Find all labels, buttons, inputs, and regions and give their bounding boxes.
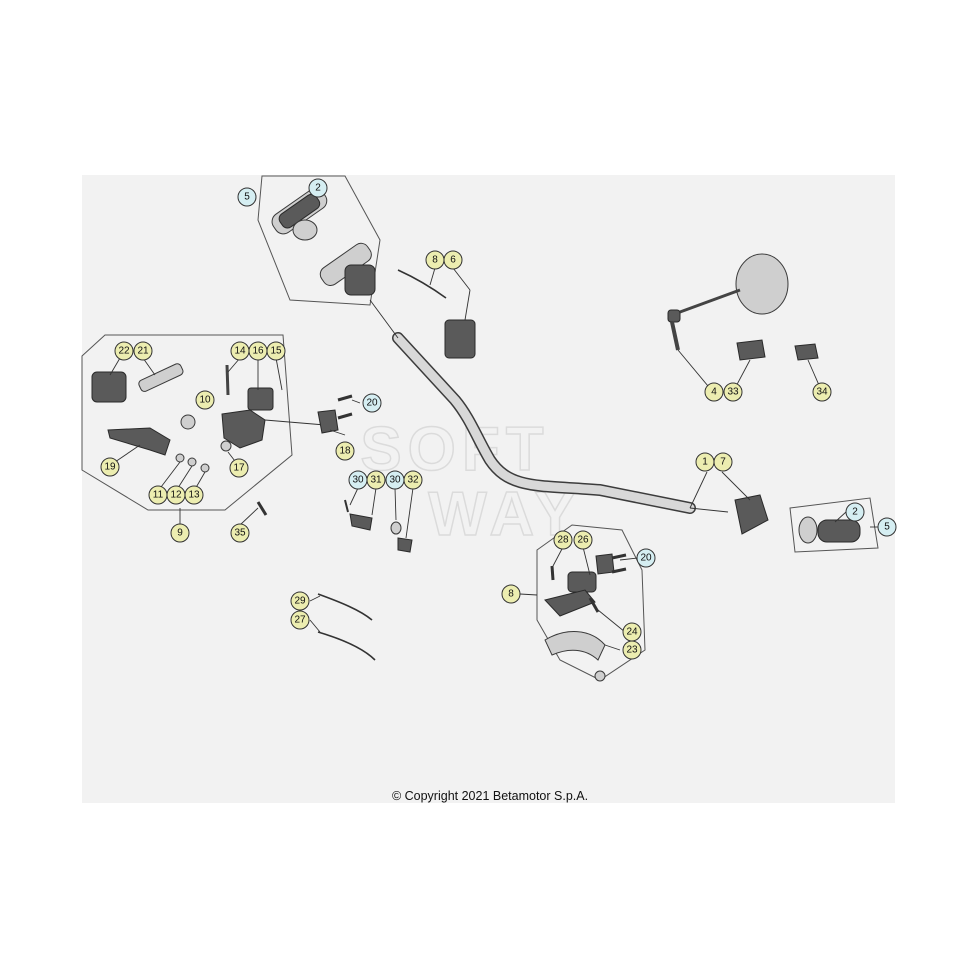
clutch-lever-group <box>81 334 326 525</box>
callout-15: 14 <box>230 341 250 361</box>
svg-text:29: 29 <box>294 596 306 607</box>
callout-13: 12 <box>166 485 186 505</box>
right-switch-and-grip <box>689 471 880 553</box>
svg-text:16: 16 <box>252 346 264 357</box>
callout-25: 24 <box>622 622 642 642</box>
svg-text:7: 7 <box>720 457 726 468</box>
callout-28: 28 <box>553 530 573 550</box>
callout-7: 7 <box>713 452 733 472</box>
svg-text:5: 5 <box>244 192 250 203</box>
lever-clamp <box>317 394 361 436</box>
callout-9: 9 <box>170 523 190 543</box>
svg-text:9: 9 <box>177 528 183 539</box>
svg-text:6: 6 <box>450 255 456 266</box>
callout-30-a: 30 <box>348 470 368 490</box>
watermark: SOFT WAY <box>360 414 577 550</box>
throttle-housing <box>397 267 476 359</box>
copyright-notice: © Copyright 2021 Betamotor S.p.A. <box>391 789 589 803</box>
callout-6: 6 <box>443 250 463 270</box>
callout-34: 34 <box>812 382 832 402</box>
callout-12: 11 <box>148 485 168 505</box>
svg-text:15: 15 <box>270 346 282 357</box>
mirror <box>667 253 823 393</box>
svg-text:19: 19 <box>104 462 116 473</box>
svg-text:18: 18 <box>339 446 351 457</box>
svg-text:13: 13 <box>188 490 200 501</box>
svg-text:34: 34 <box>816 387 828 398</box>
svg-text:1: 1 <box>702 457 708 468</box>
svg-text:14: 14 <box>234 346 246 357</box>
svg-text:27: 27 <box>294 615 306 626</box>
callout-22: 21 <box>133 341 153 361</box>
callout-30-b: 30 <box>385 470 405 490</box>
callout-18: 17 <box>229 458 249 478</box>
callout-14: 13 <box>184 485 204 505</box>
svg-text:21: 21 <box>137 346 149 357</box>
svg-text:24: 24 <box>626 627 638 638</box>
callout-2-left: 2 <box>308 178 328 198</box>
handlebar <box>392 332 729 514</box>
svg-text:17: 17 <box>233 463 245 474</box>
svg-text:28: 28 <box>557 535 569 546</box>
callout-35: 35 <box>230 523 250 543</box>
svg-text:12: 12 <box>170 490 182 501</box>
svg-text:26: 26 <box>577 535 589 546</box>
svg-text:32: 32 <box>407 475 419 486</box>
svg-text:30: 30 <box>389 475 401 486</box>
svg-text:20: 20 <box>366 398 378 409</box>
callout-4: 4 <box>704 382 724 402</box>
callout-11: 10 <box>195 390 215 410</box>
bolt-35 <box>239 501 268 526</box>
callout-21-right: 20 <box>636 548 656 568</box>
throttle-grip-group <box>257 175 399 339</box>
svg-text:30: 30 <box>352 475 364 486</box>
svg-text:8: 8 <box>432 255 438 266</box>
callout-29: 29 <box>290 591 310 611</box>
callout-26: 27 <box>290 610 310 630</box>
svg-text:11: 11 <box>153 490 164 501</box>
callout-5-right: 5 <box>877 517 897 537</box>
svg-text:31: 31 <box>370 475 382 486</box>
callout-16: 15 <box>266 341 286 361</box>
callout-33: 33 <box>723 382 743 402</box>
svg-text:2: 2 <box>315 183 321 194</box>
callout-5-left: 5 <box>237 187 257 207</box>
svg-text:33: 33 <box>727 387 739 398</box>
callout-32: 32 <box>403 470 423 490</box>
callout-24: 23 <box>622 640 642 660</box>
cables <box>309 593 376 661</box>
svg-text:20: 20 <box>640 553 652 564</box>
svg-text:23: 23 <box>626 645 638 656</box>
callout-20: 19 <box>100 457 120 477</box>
hot-start-pieces <box>344 487 414 553</box>
svg-text:4: 4 <box>711 387 717 398</box>
svg-text:2: 2 <box>852 507 858 518</box>
svg-text:5: 5 <box>884 522 890 533</box>
callout-19: 18 <box>335 441 355 461</box>
callout-1: 1 <box>695 452 715 472</box>
callout-10: 8 <box>501 584 521 604</box>
svg-text:22: 22 <box>118 346 130 357</box>
callout-labels: 5 2 8 6 22 21 14 16 15 10 20 18 19 17 11… <box>100 178 897 660</box>
svg-text:10: 10 <box>199 395 211 406</box>
callout-23: 22 <box>114 341 134 361</box>
callout-31: 31 <box>366 470 386 490</box>
callout-2-right: 2 <box>845 502 865 522</box>
svg-text:8: 8 <box>508 589 514 600</box>
callout-27: 26 <box>573 530 593 550</box>
brake-lever-group <box>519 524 646 682</box>
svg-text:35: 35 <box>234 528 246 539</box>
callout-21-left: 20 <box>362 393 382 413</box>
callout-17: 16 <box>248 341 268 361</box>
callout-8: 8 <box>425 250 445 270</box>
